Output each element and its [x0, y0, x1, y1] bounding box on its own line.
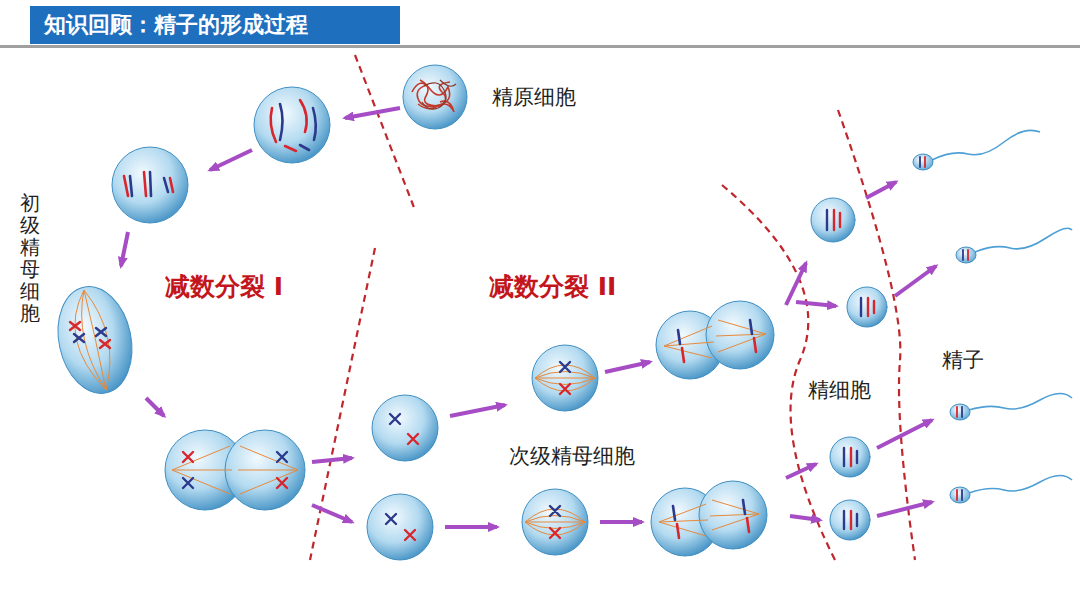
secondary-spermatocyte-cell: [372, 395, 438, 461]
primary-spermatocyte-cell: [254, 87, 330, 163]
page-title: 知识回顾：精子的形成过程: [30, 6, 400, 44]
stage-label: 减数分裂 II: [487, 272, 618, 302]
stage-dividers: [310, 55, 915, 560]
sperm-cell: [913, 130, 1072, 503]
dividing-spermatocyte: [165, 430, 305, 510]
stage-label: 减数分裂 I: [163, 272, 285, 302]
spermatogonium-cell: [403, 65, 467, 129]
header-rule: [0, 45, 1080, 48]
cell-label: 次级精母细胞: [507, 444, 637, 469]
cell-label: 初级精母细胞: [20, 192, 40, 324]
metaphase-ii-cell: [532, 345, 598, 411]
cell-label: 精子: [940, 348, 986, 373]
anaphase-ii-cell: [656, 301, 774, 379]
anaphase-ii-cell: [651, 481, 767, 556]
cell-label: 精原细胞: [490, 85, 578, 110]
cell-label: 精细胞: [806, 378, 873, 403]
spermatid-cell: [811, 198, 887, 540]
secondary-spermatocyte-cell: [367, 494, 433, 560]
primary-spermatocyte-cell: [112, 147, 188, 223]
process-arrows: [121, 108, 936, 527]
primary-spermatocyte-cell: [49, 280, 142, 401]
metaphase-ii-cell: [522, 489, 588, 555]
